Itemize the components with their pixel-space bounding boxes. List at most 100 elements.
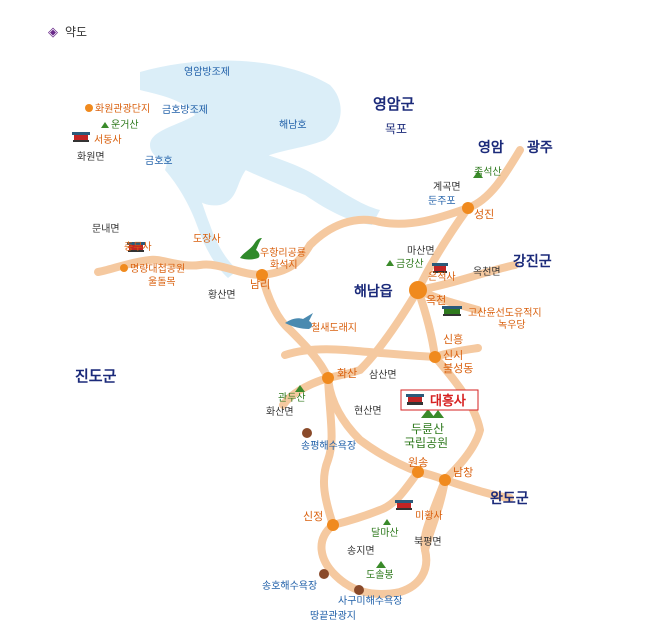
mountain-icon [101,122,109,128]
label-geumgangsan: 금강산 [396,258,424,270]
town-dot-sinsi [429,351,441,363]
town-dot-haenam [409,281,427,299]
label-namchang: 남창 [453,466,473,479]
label-masan: 마산면 [407,245,435,257]
label-dunjupo: 둔주포 [428,195,456,207]
temple-icons [72,132,462,510]
temple-icon [395,500,413,510]
label-duryunsan: 두륜산 [411,422,444,436]
region-jindo-gun: 진도군 [75,367,117,385]
bullet-icon: ◈ [48,25,58,40]
label-namni: 남리 [250,278,270,291]
beach-icon [319,569,329,579]
temple-icon [72,132,90,142]
label-hwangsan: 황산면 [208,289,236,301]
label-songji: 송지면 [347,545,375,557]
label-ttangkkeut: 땅끝관광지 [310,610,356,622]
label-seongjin: 성진 [474,208,494,221]
label-seodongsa: 서동사 [94,134,122,146]
town-markers [85,104,474,531]
label-hyeonsan: 현산면 [354,405,382,417]
district-labels: 계곡면 문내면 마산면 옥천면 황산면 삼산면 화산면 현산면 북평면 송지면 … [77,151,501,557]
beach-icon [302,428,312,438]
label-songho-beach: 송호해수욕장 [262,579,317,592]
label-dojangsa: 도장사 [193,233,221,245]
region-haenam-eup: 해남읍 [354,283,393,300]
label-eunseoksa: 은적사 [428,271,456,283]
mountain-icon [386,260,394,266]
mountain-icon [473,171,483,178]
mountain-icon [295,385,305,392]
town-dot-namchang [439,474,451,486]
label-daeheungsa: 대흥사 [430,393,466,409]
beach-icons [302,428,364,595]
water-bodies [140,60,380,278]
label-uldolmok: 울돌목 [148,276,176,288]
label-national-park: 국립공원 [404,436,448,450]
site-labels: 화원관광단지 운거산 서동사 족석산 둔주포 충무사 명량대첩공원 울돌목 도장… [94,103,542,622]
label-yeongam-bangjoje: 영암방조제 [184,66,230,78]
town-dot-hwawon [85,104,93,112]
page-title: 약도 [65,24,87,39]
water-labels: 영암방조제 금호방조제 해남호 금호호 [145,66,307,167]
label-dinosaur: 우항리공룡 [260,247,306,259]
label-songpyeong-beach: 송평해수욕장 [301,439,356,452]
label-birdland: 철새도래지 [311,322,357,334]
temple-icon [127,242,145,252]
dinosaur-icon [240,238,262,260]
label-wonsong: 원송 [408,456,428,469]
temple-icon [432,263,448,273]
label-noktudang: 녹우당 [498,319,526,331]
label-hwasan-myeon: 화산면 [266,406,294,418]
label-gwandusan: 관두산 [278,392,306,404]
label-jokseoksan: 족석산 [474,166,502,178]
label-haenamho: 해남호 [279,118,307,131]
town-dot-seongjin [462,202,474,214]
label-dalmasan: 달마산 [371,527,399,539]
label-geumhoho: 금호호 [145,155,173,167]
label-samsan: 삼산면 [369,369,397,381]
label-hwasan: 화산 [337,367,357,380]
label-sinsi: 신시 [443,349,463,362]
mountain-icon [432,410,444,418]
region-gangjin-gun: 강진군 [513,253,552,270]
label-hwawon: 화원면 [77,151,105,163]
label-mihwangsa: 미황사 [415,510,443,522]
label-myeongryang: 명량대첩공원 [130,263,185,275]
label-sinjeong: 신정 [303,510,323,523]
bird-icon [285,313,313,329]
region-yeongam: 영암 [478,139,504,156]
label-dosolbong: 도솔봉 [366,569,394,581]
region-wando-gun: 완도군 [490,491,529,507]
label-chungmusa: 충무사 [124,241,152,253]
mountain-icon [376,561,386,568]
label-sinheung: 신흥 [443,332,463,346]
label-okcheon-myeon: 옥천면 [473,266,501,278]
region-labels: 영암군 목포 영암 광주 강진군 진도군 완도군 해남읍 [75,95,553,507]
region-yeongam-gun: 영암군 [373,95,415,113]
label-bukpyeong: 북평면 [414,536,442,548]
town-labels: 성진 옥천 남리 화산 신흥 신시 불성동 원송 남창 신정 [250,208,494,523]
mountain-icons [101,122,483,568]
label-gyegok: 계곡면 [433,181,461,193]
region-mokpo: 목포 [385,122,407,136]
beach-icon [354,585,364,595]
town-dot-sinjeong [327,519,339,531]
label-ungeosan: 운거산 [111,119,139,131]
label-bulseongdong: 불성동 [443,362,473,375]
label-sagumi-beach: 사구미해수욕장 [338,594,402,607]
label-geumho-bangjoje: 금호방조제 [162,104,208,116]
label-okcheon: 옥천 [426,293,446,307]
town-dot-hwasan [322,372,334,384]
label-hwawon-tour: 화원관광단지 [95,103,150,115]
temple-icon [442,306,462,316]
temple-icon [406,394,424,405]
mountain-icon [421,409,435,418]
label-dinosaur2: 화석지 [270,259,298,271]
label-munnae: 문내면 [92,223,120,235]
mountain-icon [383,519,391,525]
town-dot-wonsong [412,466,424,478]
region-gwangju: 광주 [527,139,553,156]
